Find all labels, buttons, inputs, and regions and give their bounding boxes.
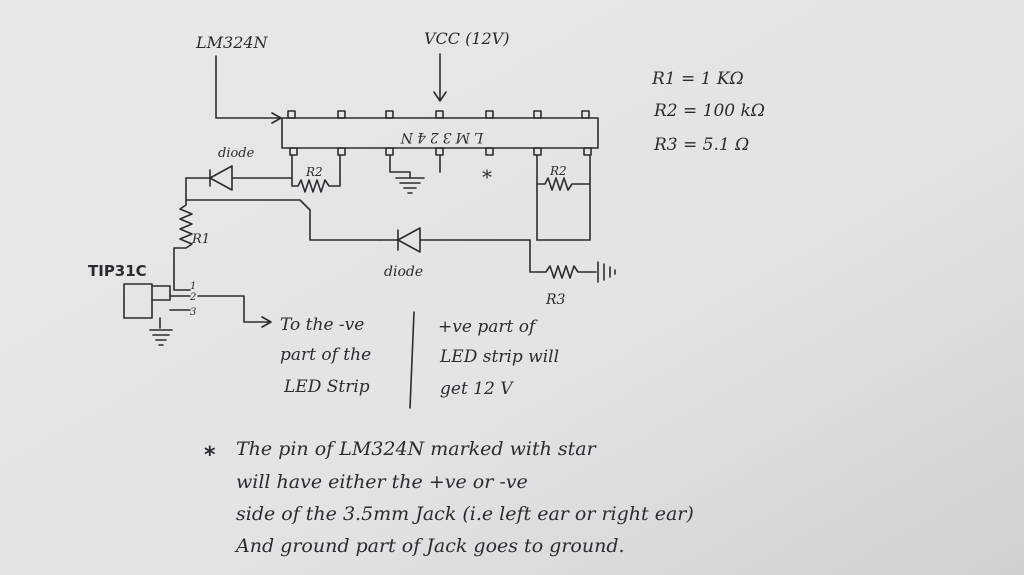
diode-bottom [379,227,531,253]
vcc-arrow [433,53,447,102]
svg-text:To the -ve: To the -ve [280,315,364,335]
led-negative-note: To the -ve part of the LED Strip [280,315,371,397]
pin1-label: 1 [190,281,196,292]
r2-right-label: R2 [549,164,567,178]
transistor-label: TIP31C [88,262,147,280]
diode-bottom-label: diode [384,264,423,280]
svg-text:part of the: part of the [280,345,371,365]
footnote-line-1: The pin of LM324N marked with star [236,438,598,460]
r2-value: R2 = 100 kΩ [653,101,765,121]
r3-label: R3 [545,292,566,308]
resistor-r2-right [536,154,591,241]
footnote-line-4: And ground part of Jack goes to ground. [234,535,625,557]
r1-value: R1 = 1 KΩ [651,69,744,89]
r1-label: R1 [191,232,210,247]
pin3-label: 3 [190,307,196,318]
resistor-r2-left [291,154,341,193]
svg-text:LED Strip: LED Strip [283,377,370,397]
diode-top-label: diode [218,146,255,161]
wire-to-bottom-diode [185,199,381,241]
svg-text:get 12 V: get 12 V [440,379,514,399]
led-negative-arrow [197,295,272,328]
notes-divider [409,311,415,409]
diode-top [185,165,293,191]
svg-text:+ve part of: +ve part of [438,317,538,337]
footnote: * The pin of LM324N marked with star wil… [204,438,694,557]
chip-label: LM324N [195,33,269,52]
chip-ground-symbol [389,154,425,194]
transistor-tip31c [123,279,191,346]
chip-text: LM324N [397,129,485,145]
footnote-star: * [204,443,216,468]
led-positive-note: +ve part of LED strip will get 12 V [438,317,559,399]
r3-value: R3 = 5.1 Ω [653,135,749,155]
chip-label-arrow [215,55,282,124]
resistor-r1 [173,177,193,281]
footnote-line-3: side of the 3.5mm Jack (i.e left ear or … [236,503,694,525]
vcc-label: VCC (12V) [424,29,510,48]
svg-text:LED strip will: LED strip will [439,347,559,367]
star-pin-marker: * [482,165,492,189]
resistor-values-list: R1 = 1 KΩ R2 = 100 kΩ R3 = 5.1 Ω [651,69,765,155]
footnote-line-2: will have either the +ve or -ve [236,471,528,493]
r2-left-label: R2 [305,165,323,179]
pin2-label: 2 [189,292,196,303]
resistor-r3 [529,239,616,283]
